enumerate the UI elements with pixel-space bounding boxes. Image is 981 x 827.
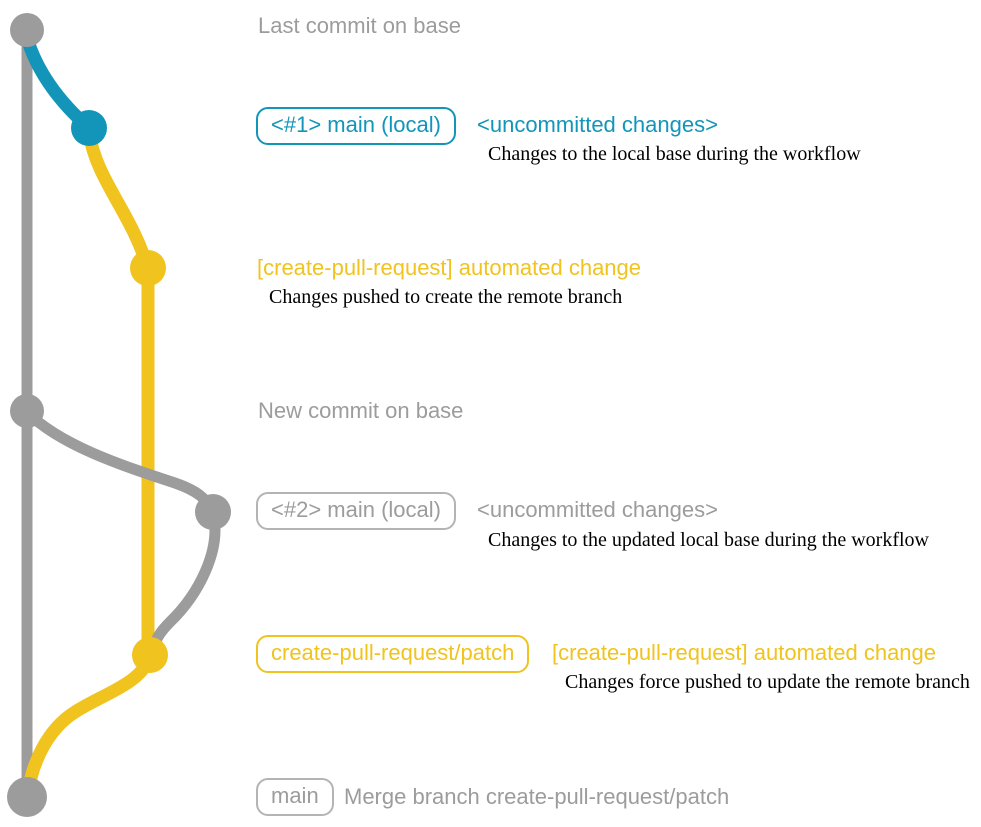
commit-dot-merge [7, 777, 47, 817]
badge-main-local-2: <#2> main (local) [256, 492, 456, 531]
label-uncommitted-changes-2: <uncommitted changes> [477, 497, 718, 522]
badge-main-final: main [256, 778, 334, 817]
commit-dot-automated-1 [130, 250, 166, 286]
label-new-commit-on-base: New commit on base [258, 398, 464, 423]
caption-uncommitted-changes-2: Changes to the updated local base during… [488, 529, 929, 551]
label-merge-commit: Merge branch create-pull-request/patch [344, 784, 730, 809]
label-automated-change-1: [create-pull-request] automated change [257, 255, 642, 280]
label-automated-change-2: [create-pull-request] automated change [552, 640, 937, 665]
caption-uncommitted-changes-1: Changes to the local base during the wor… [488, 143, 861, 165]
caption-automated-change-2: Changes force pushed to update the remot… [565, 671, 970, 693]
rebase-curve [146, 508, 221, 658]
patch-branch-line [82, 125, 155, 662]
label-uncommitted-changes-1: <uncommitted changes> [477, 112, 718, 137]
commit-dot-last-base [10, 13, 44, 47]
main-local-2-branch-curve [21, 406, 219, 520]
badge-patch-branch: create-pull-request/patch [256, 635, 530, 674]
commit-dot-main-local-1 [71, 110, 107, 146]
commit-dot-automated-2 [132, 637, 168, 673]
commit-dot-main-local-2 [195, 494, 231, 530]
commit-dot-new-base [10, 394, 44, 428]
merge-curve [21, 651, 157, 801]
label-last-commit-on-base: Last commit on base [258, 13, 461, 38]
badge-main-local-1: <#1> main (local) [256, 107, 456, 146]
caption-automated-change-1: Changes pushed to create the remote bran… [269, 286, 623, 308]
